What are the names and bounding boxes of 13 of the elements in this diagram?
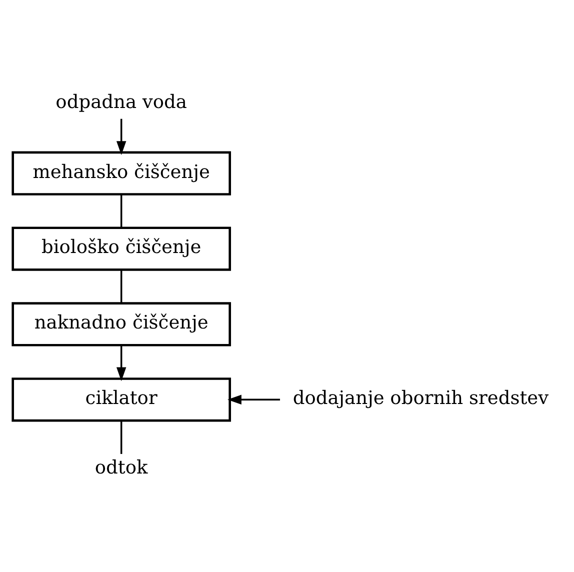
node-box: mehansko čiščenje [12,150,231,195]
node-box: biološko čiščenje [12,226,231,270]
node-text: odpadna voda [56,92,188,113]
arrow [116,118,126,155]
connector [120,269,122,303]
connector [120,420,122,454]
node-text: odtok [94,457,148,478]
node-box: ciklator [12,377,231,422]
node-box: naknadno čiščenje [12,302,231,346]
connector [120,194,122,228]
arrow [116,344,126,381]
arrow [227,394,280,404]
node-text: dodajanje obornih sredstev [292,388,549,409]
